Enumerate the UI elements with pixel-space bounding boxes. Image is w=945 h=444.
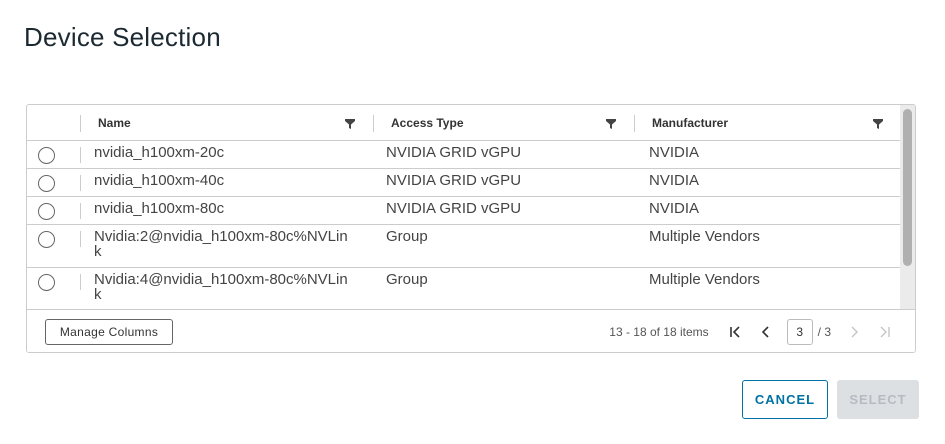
last-page-button[interactable]: [869, 318, 899, 346]
cancel-button[interactable]: CANCEL: [742, 380, 828, 419]
cell-manufacturer: NVIDIA: [649, 200, 700, 217]
row-radio[interactable]: [38, 175, 55, 192]
row-radio[interactable]: [38, 203, 55, 220]
column-label: Manufacturer: [652, 115, 729, 130]
cell-manufacturer: NVIDIA: [649, 144, 700, 161]
manage-columns-button[interactable]: Manage Columns: [45, 319, 173, 345]
vertical-scrollbar[interactable]: [900, 105, 915, 309]
column-header-access-type[interactable]: Access Type: [373, 105, 634, 140]
cell-name: nvidia_h100xm-80c: [94, 200, 225, 217]
row-radio[interactable]: [38, 147, 55, 164]
last-page-icon: [880, 326, 890, 338]
select-column-header: [27, 105, 80, 140]
cell-access-type: NVIDIA GRID vGPU: [386, 200, 522, 217]
datagrid-footer: Manage Columns 13 - 18 of 18 items 3 / 3: [27, 309, 915, 352]
select-button[interactable]: SELECT: [837, 380, 919, 419]
column-separator[interactable]: [80, 115, 81, 132]
row-radio[interactable]: [38, 231, 55, 248]
filter-icon[interactable]: [345, 119, 355, 129]
filter-icon[interactable]: [873, 119, 883, 129]
cell-name: Nvidia:4@nvidia_h100xm-80c%NVLink: [94, 271, 348, 303]
cell-manufacturer: Multiple Vendors: [649, 228, 760, 245]
table-row[interactable]: Nvidia:4@nvidia_h100xm-80c%NVLink Group …: [27, 268, 901, 309]
datagrid-body: Name Access Type Manufacturer nvidia_h10…: [27, 105, 901, 309]
column-separator[interactable]: [373, 115, 374, 132]
cell-access-type: NVIDIA GRID vGPU: [386, 172, 522, 189]
table-row[interactable]: nvidia_h100xm-80c NVIDIA GRID vGPU NVIDI…: [27, 197, 901, 225]
cell-name: nvidia_h100xm-40c: [94, 172, 225, 189]
table-row[interactable]: nvidia_h100xm-40c NVIDIA GRID vGPU NVIDI…: [27, 169, 901, 197]
column-separator[interactable]: [634, 115, 635, 132]
datagrid-header: Name Access Type Manufacturer: [27, 105, 901, 141]
previous-page-button[interactable]: [751, 318, 781, 346]
cell-access-type: Group: [386, 228, 428, 245]
chevron-left-icon: [761, 326, 769, 338]
scrollbar-thumb[interactable]: [903, 109, 912, 266]
column-label: Name: [98, 115, 131, 130]
column-header-name[interactable]: Name: [80, 105, 373, 140]
current-page-input[interactable]: 3: [786, 319, 813, 345]
total-pages: / 3: [817, 325, 831, 339]
cell-manufacturer: NVIDIA: [649, 172, 700, 189]
cell-name: nvidia_h100xm-20c: [94, 144, 225, 161]
table-row[interactable]: Nvidia:2@nvidia_h100xm-80c%NVLink Group …: [27, 225, 901, 268]
column-header-manufacturer[interactable]: Manufacturer: [634, 105, 901, 140]
cell-manufacturer: Multiple Vendors: [649, 271, 760, 288]
device-datagrid: Name Access Type Manufacturer nvidia_h10…: [26, 104, 916, 353]
cell-name: Nvidia:2@nvidia_h100xm-80c%NVLink: [94, 228, 348, 260]
cell-access-type: Group: [386, 271, 428, 288]
row-radio[interactable]: [38, 274, 55, 291]
column-label: Access Type: [391, 115, 464, 130]
table-row[interactable]: nvidia_h100xm-20c NVIDIA GRID vGPU NVIDI…: [27, 141, 901, 169]
item-count: 13 - 18 of 18 items: [609, 325, 709, 339]
first-page-icon: [729, 326, 740, 338]
dialog-title: Device Selection: [24, 22, 221, 52]
first-page-button[interactable]: [721, 318, 751, 346]
cell-access-type: NVIDIA GRID vGPU: [386, 144, 522, 161]
filter-icon[interactable]: [606, 119, 616, 129]
pagination: 13 - 18 of 18 items 3 / 3: [609, 318, 899, 346]
next-page-button[interactable]: [839, 318, 869, 346]
chevron-right-icon: [851, 326, 858, 338]
